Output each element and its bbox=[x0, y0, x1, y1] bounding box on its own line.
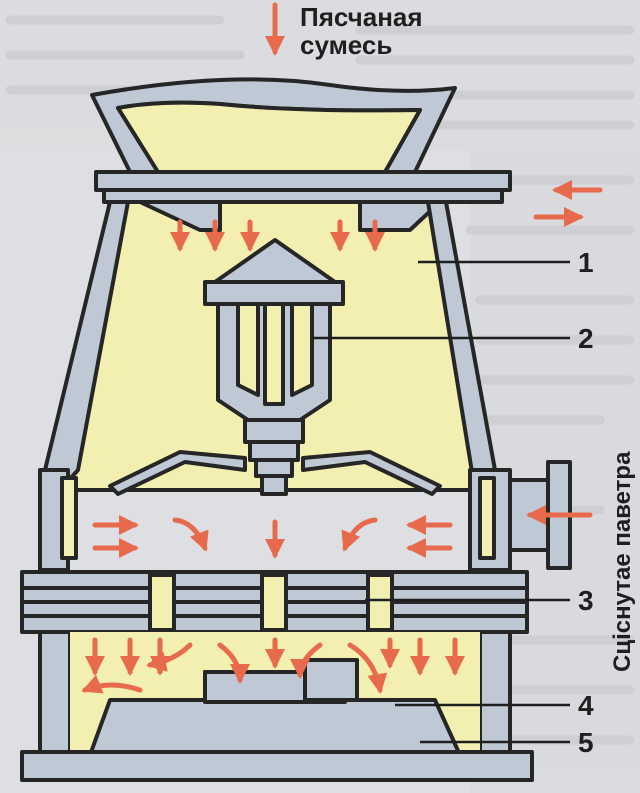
callout-4: 4 bbox=[578, 690, 594, 721]
callout-2: 2 bbox=[578, 323, 594, 354]
top-flange bbox=[94, 170, 512, 192]
flow-arrows bbox=[81, 2, 603, 694]
callout-3: 3 bbox=[578, 585, 594, 616]
rotor-assembly bbox=[108, 238, 442, 496]
side-label: Сціснутае паветра bbox=[609, 451, 636, 672]
base-plate bbox=[20, 750, 534, 782]
top-label-line2: сумесь bbox=[300, 30, 392, 60]
top-label-line1: Пясчаная bbox=[300, 2, 423, 32]
callout-1: 1 bbox=[578, 247, 594, 278]
mold-casting bbox=[88, 658, 462, 757]
callout-lines bbox=[312, 260, 570, 744]
distributor-grid bbox=[20, 570, 529, 634]
mixer-body bbox=[20, 77, 572, 782]
callout-5: 5 bbox=[578, 727, 594, 758]
